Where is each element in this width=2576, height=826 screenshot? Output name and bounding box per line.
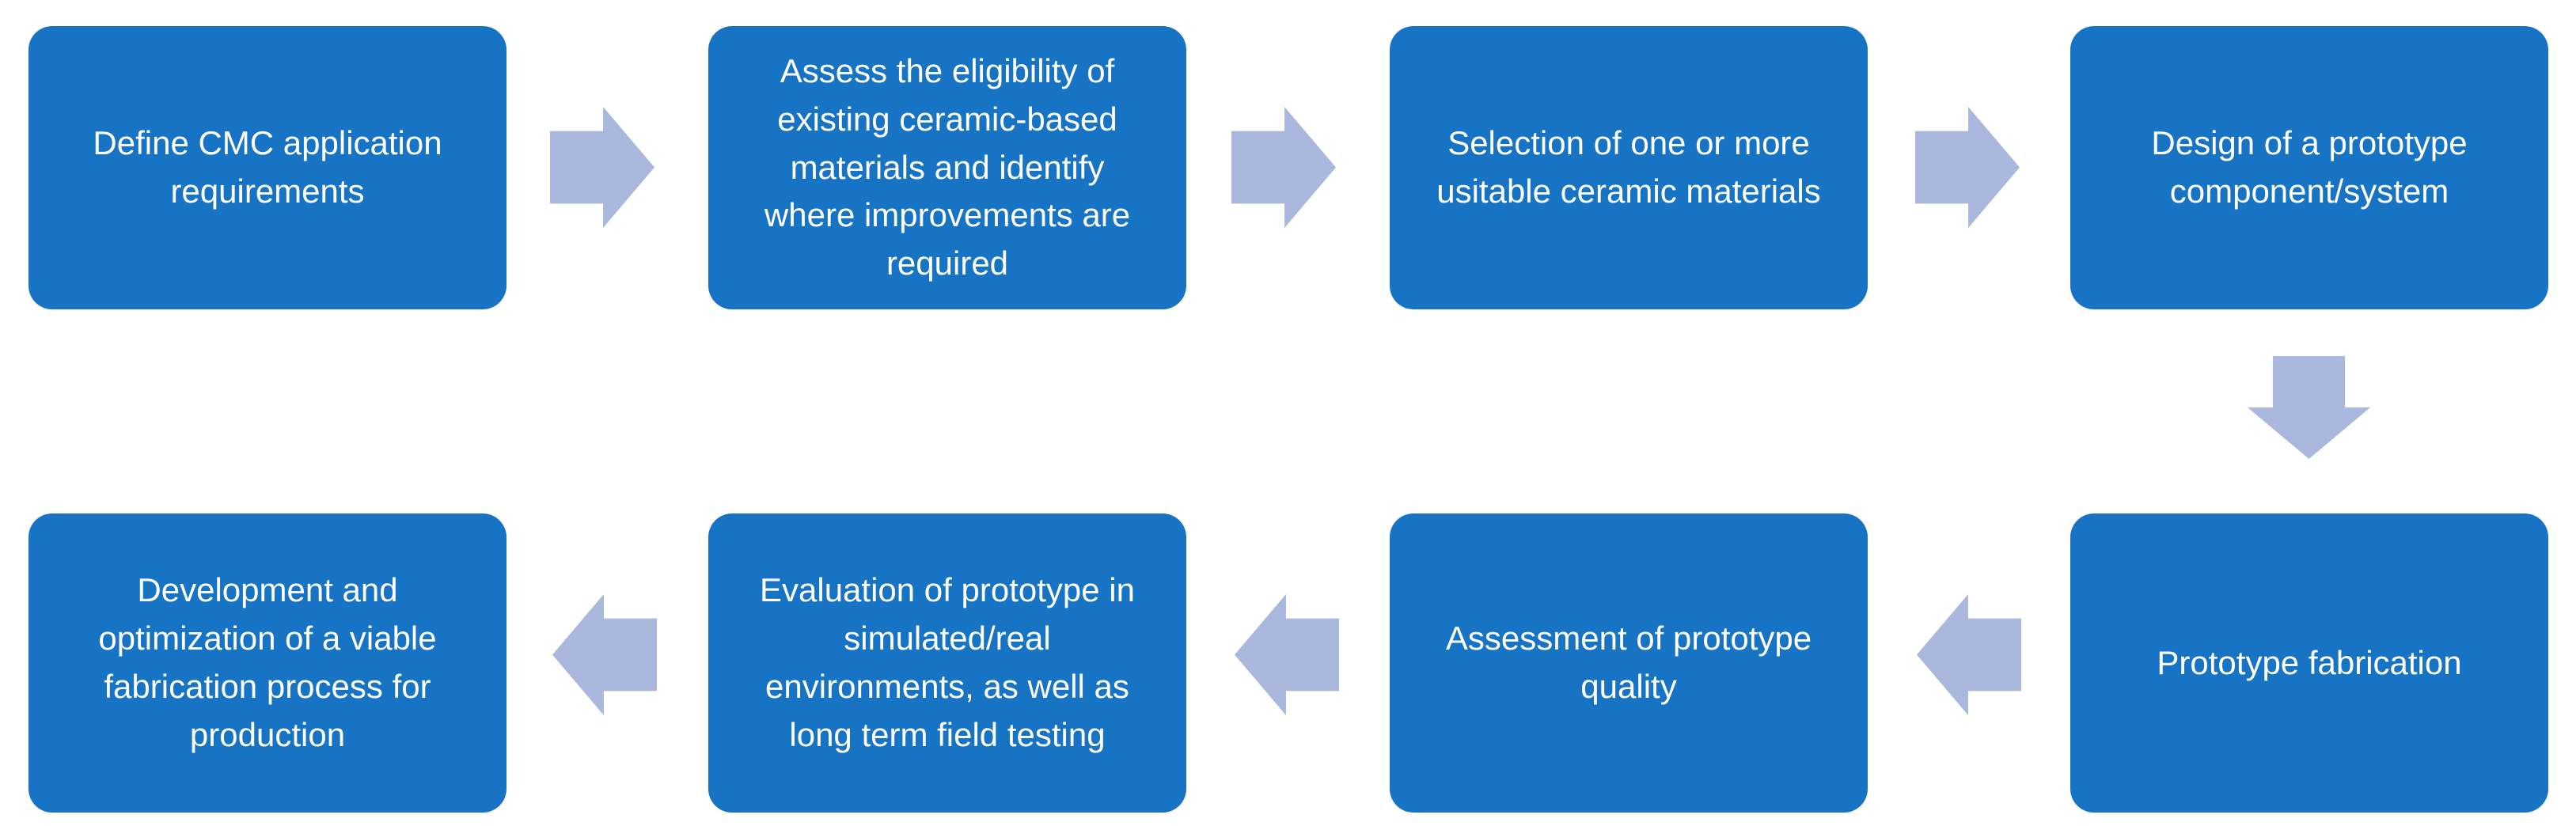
arrow-down-icon (2248, 356, 2370, 459)
flow-step-5-box: Prototype fabrication (2070, 513, 2548, 813)
flow-step-3-box: Selection of one or more usitable cerami… (1390, 26, 1868, 309)
flow-step-6-label: Assessment of prototype quality (1445, 620, 1812, 705)
arrow-left-icon (1917, 594, 2021, 715)
flow-step-2-label: Assess the eligibility of existing ceram… (764, 51, 1131, 282)
flow-step-3-label: Selection of one or more usitable cerami… (1436, 124, 1821, 210)
arrow-left-icon (1235, 594, 1339, 715)
arrow-right-icon (1915, 107, 2020, 228)
flow-step-7-box: Evaluation of prototype in simulated/rea… (708, 513, 1186, 813)
flow-step-8-label: Development and optimization of a viable… (98, 571, 437, 753)
flow-step-4-label: Design of a prototype component/system (2151, 124, 2468, 210)
flow-step-4-box: Design of a prototype component/system (2070, 26, 2548, 309)
flow-step-1-box: Define CMC application requirements (28, 26, 506, 309)
flow-step-6-box: Assessment of prototype quality (1390, 513, 1868, 813)
arrow-right-icon (550, 107, 654, 228)
flow-step-8-box: Development and optimization of a viable… (28, 513, 506, 813)
arrow-left-icon (552, 594, 657, 715)
flow-step-7-label: Evaluation of prototype in simulated/rea… (760, 571, 1135, 753)
arrow-right-icon (1231, 107, 1336, 228)
flow-step-2-box: Assess the eligibility of existing ceram… (708, 26, 1186, 309)
flow-step-1-label: Define CMC application requirements (93, 124, 442, 210)
flow-step-5-label: Prototype fabrication (2157, 643, 2462, 681)
